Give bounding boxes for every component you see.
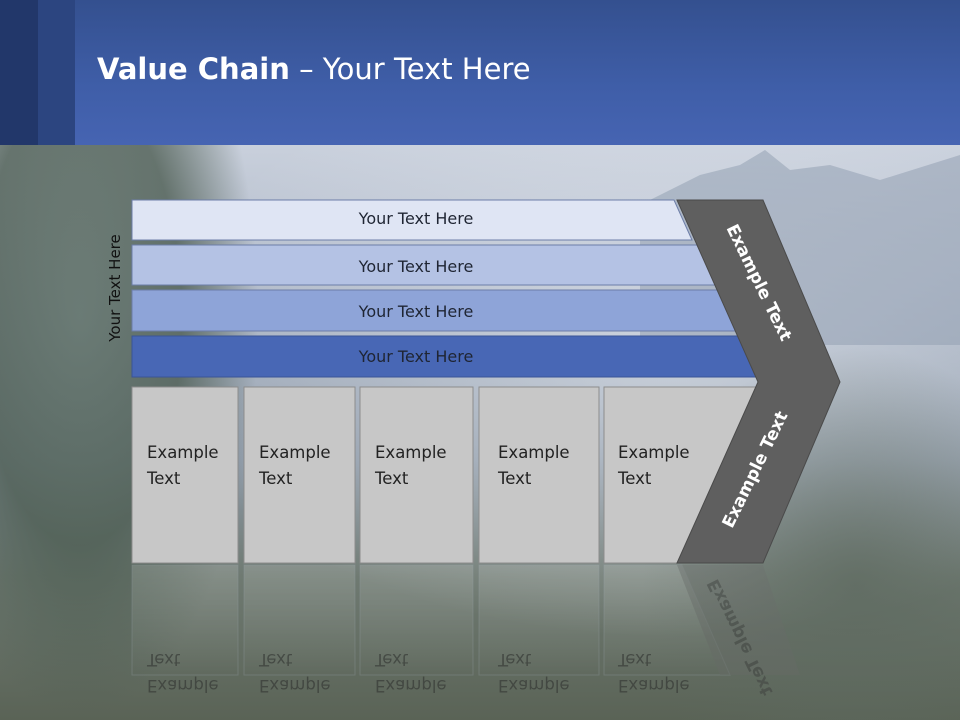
cell-4-line1: Example: [498, 443, 570, 462]
cell-1-line2: Text: [147, 469, 181, 488]
cell-5-text: Example Text: [618, 440, 690, 492]
cell-2-line2: Text: [259, 469, 293, 488]
cell-5-line2: Text: [618, 469, 652, 488]
cell-3-text: Example Text: [375, 440, 447, 492]
cell-2-text: Example Text: [259, 440, 331, 492]
cell-1-line1: Example: [147, 443, 219, 462]
cell-4-text: Example Text: [498, 440, 570, 492]
reflection-text: Example: [375, 676, 447, 695]
reflection-text: Text: [258, 650, 293, 669]
reflection-text: Example: [618, 676, 690, 695]
reflection-text: Text: [497, 650, 532, 669]
cell-1[interactable]: [131, 386, 239, 564]
slide-title: Value Chain – Your Text Here: [97, 52, 531, 86]
title-bold: Value Chain: [97, 52, 290, 86]
cell-4[interactable]: [478, 386, 600, 564]
bar-2-label: Your Text Here: [358, 257, 474, 276]
header-stripe: [0, 0, 38, 145]
cell-3[interactable]: [359, 386, 474, 564]
bar-1[interactable]: [131, 199, 693, 241]
header-bar: [0, 0, 960, 145]
reflection-text: Text: [146, 650, 181, 669]
chevron-shape[interactable]: [676, 199, 841, 564]
header-stripe: [38, 0, 75, 145]
reflection-text: Example: [498, 676, 570, 695]
cell-4-line2: Text: [498, 469, 532, 488]
bar-3-label: Your Text Here: [358, 302, 474, 321]
side-label: Your Text Here: [106, 234, 124, 342]
cell-3-line2: Text: [375, 469, 409, 488]
title-rest: – Your Text Here: [289, 52, 531, 86]
cell-3-line1: Example: [375, 443, 447, 462]
reflection-text: Example: [147, 676, 219, 695]
cell-5-line1: Example: [618, 443, 690, 462]
reflection: Example Text Example Text Example Text E…: [131, 564, 800, 699]
bar-1-label: Your Text Here: [358, 209, 474, 228]
cell-2[interactable]: [243, 386, 356, 564]
cell-2-line1: Example: [259, 443, 331, 462]
reflection-text: Text: [374, 650, 409, 669]
reflection-text: Text: [617, 650, 652, 669]
bar-4-label: Your Text Here: [358, 347, 474, 366]
reflection-text: Example: [259, 676, 331, 695]
cell-1-text: Example Text: [147, 440, 219, 492]
